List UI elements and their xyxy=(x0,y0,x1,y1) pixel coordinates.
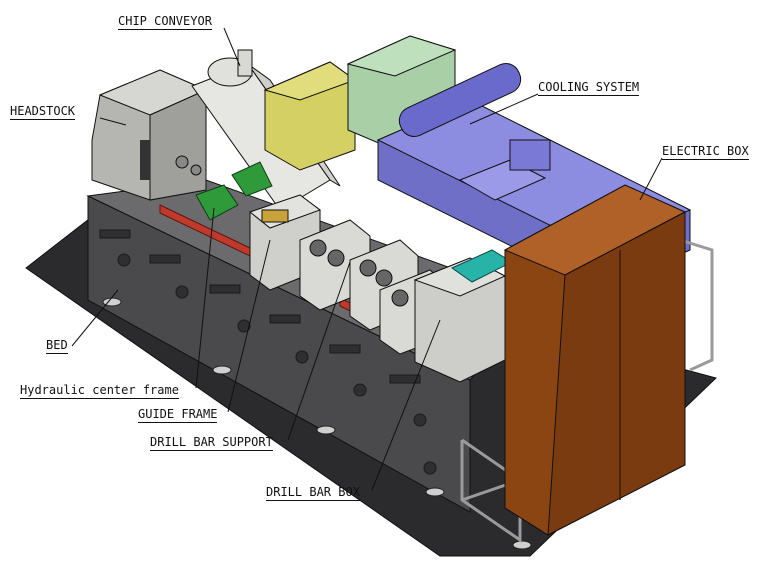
electric-box-unit xyxy=(503,184,687,536)
leader-lines xyxy=(71,27,663,491)
hydraulic-center-frame-unit xyxy=(195,161,273,221)
label-cooling-system: COOLING SYSTEM xyxy=(538,80,640,96)
label-headstock: HEADSTOCK xyxy=(10,104,76,120)
yellow-box-unit xyxy=(263,61,357,171)
label-drill-bar-box: DRILL BAR BOX xyxy=(266,485,360,501)
bed-slots xyxy=(99,229,437,475)
label-chip-conveyor: CHIP CONVEYOR xyxy=(118,14,212,30)
label-electric-box: ELECTRIC BOX xyxy=(662,144,749,160)
label-hydraulic-center-frame: Hydraulic center frame xyxy=(20,383,179,399)
headstock-unit xyxy=(91,69,208,201)
label-bed: BED xyxy=(46,338,68,354)
label-guide-frame: GUIDE FRAME xyxy=(138,407,218,423)
bed-front xyxy=(87,195,471,513)
label-drill-bar-support: DRILL BAR SUPPORT xyxy=(150,435,273,451)
bed-feet xyxy=(102,297,532,550)
